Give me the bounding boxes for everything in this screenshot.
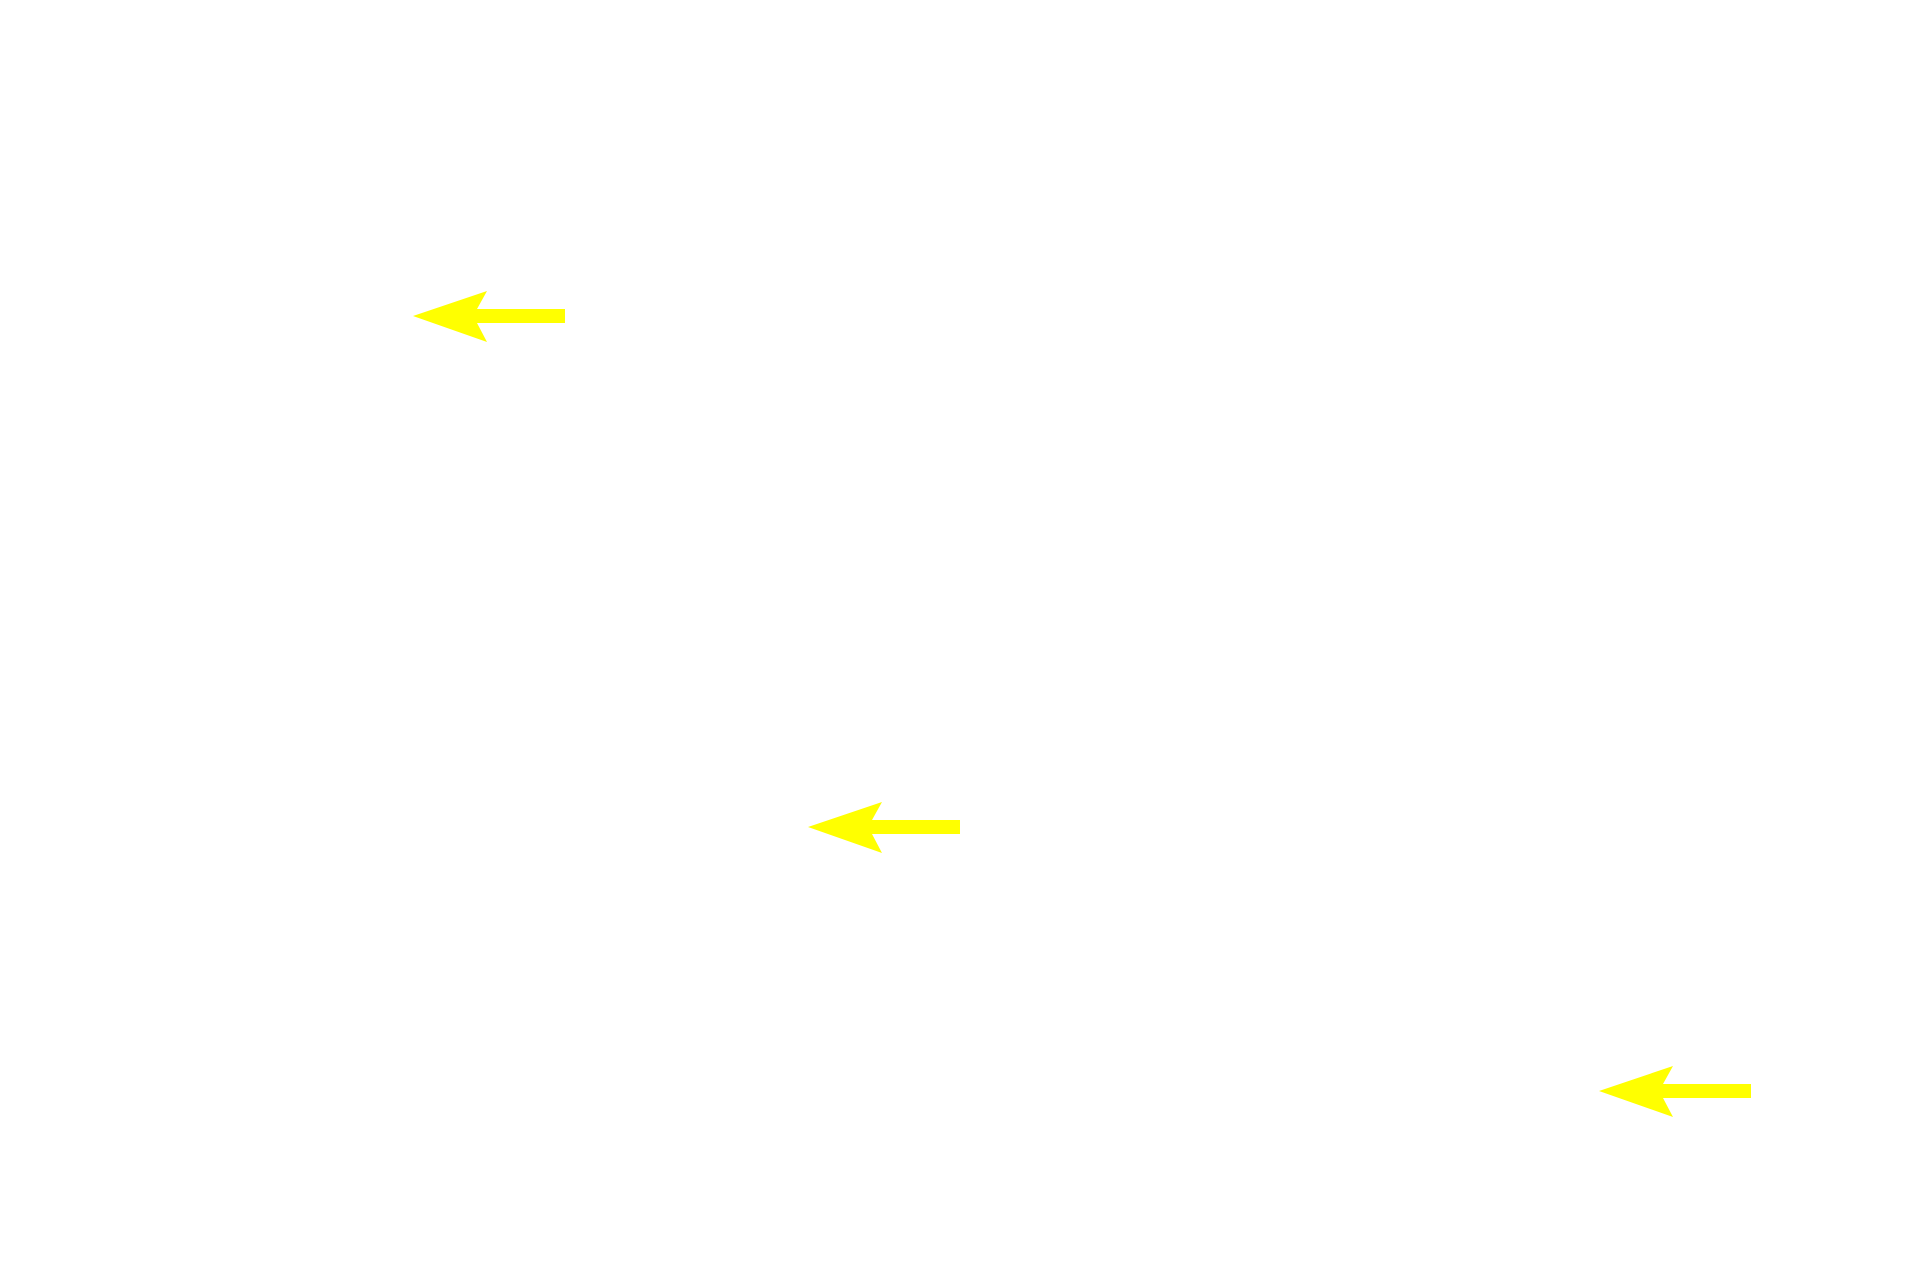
arrow-left-icon <box>413 291 565 342</box>
arrow-left-icon <box>1599 1066 1751 1117</box>
arrow-left-icon <box>808 802 960 853</box>
